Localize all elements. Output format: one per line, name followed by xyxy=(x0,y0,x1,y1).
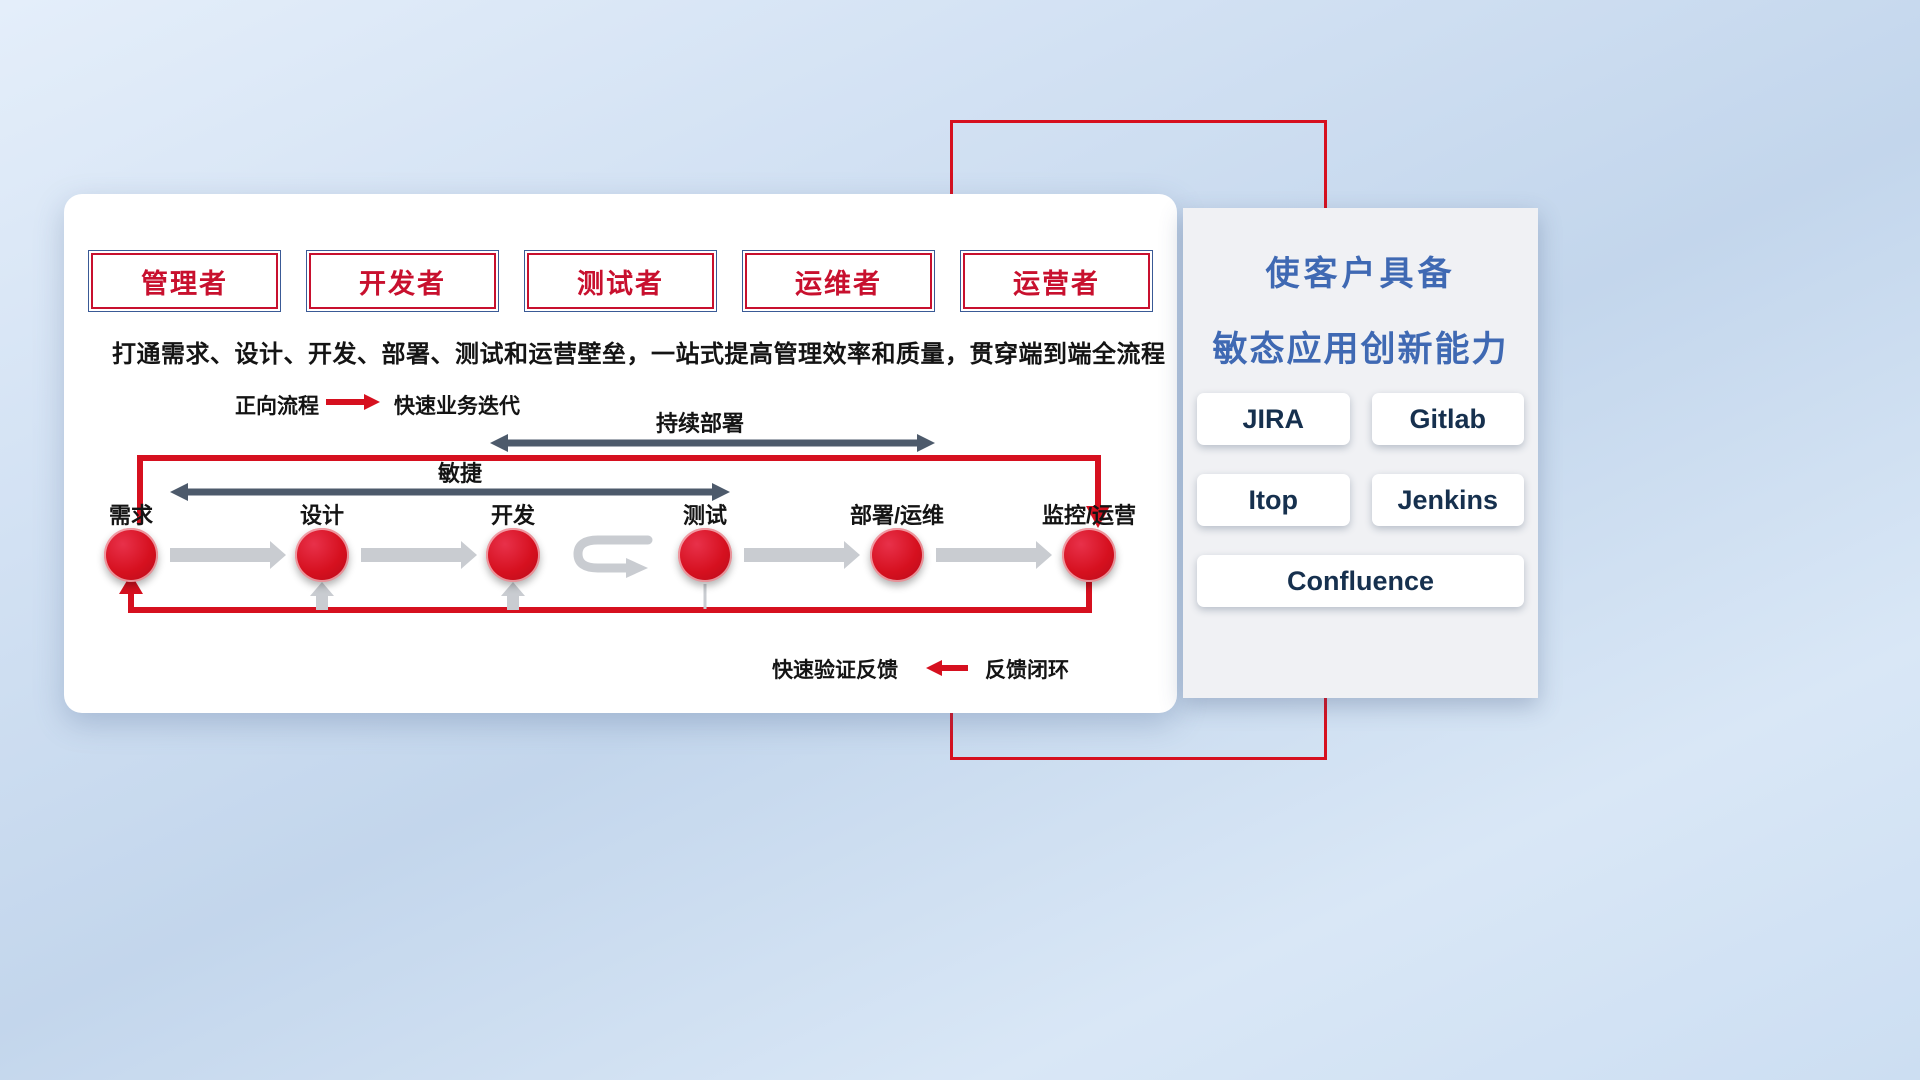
role-box-developer: 开发者 xyxy=(306,250,499,312)
stage-dot-develop xyxy=(486,528,540,582)
stage-label-develop: 开发 xyxy=(490,503,536,528)
stage-label-monitor-ops: 监控/运营 xyxy=(1041,503,1137,528)
tool-jira: JIRA xyxy=(1197,393,1350,445)
capability-panel: 使客户具备 敏态应用创新能力 JIRA Gitlab Itop Jenkins … xyxy=(1183,208,1538,698)
devops-diagram-card: 管理者 开发者 测试者 运维者 运营者 打通需求、设计、开发、部署、测试和运营壁… xyxy=(64,194,1177,713)
feedback-legend-label: 快速验证反馈 xyxy=(772,659,898,682)
tool-button-grid: JIRA Gitlab Itop Jenkins Confluence xyxy=(1197,393,1524,607)
stage-dot-monitor-ops xyxy=(1062,528,1116,582)
flow-lines-and-arrows-graphic xyxy=(119,394,1110,676)
continuous-deploy-label: 持续部署 xyxy=(655,411,745,436)
stage-label-test: 测试 xyxy=(682,503,728,528)
diagram-description: 打通需求、设计、开发、部署、测试和运营壁垒，一站式提高管理效率和质量，贯穿端到端… xyxy=(112,341,1166,368)
forward-legend-label: 正向流程 xyxy=(235,395,319,418)
tool-jenkins: Jenkins xyxy=(1371,474,1524,526)
role-box-operator: 运营者 xyxy=(960,250,1153,312)
role-box-tester: 测试者 xyxy=(524,250,717,312)
role-box-manager: 管理者 xyxy=(88,250,281,312)
tool-confluence: Confluence xyxy=(1197,555,1524,607)
role-box-row: 管理者 开发者 测试者 运维者 运营者 xyxy=(88,250,1153,312)
forward-legend-value: 快速业务迭代 xyxy=(394,395,520,418)
stage-dot-test xyxy=(678,528,732,582)
panel-title-line1: 使客户具备 xyxy=(1265,255,1456,293)
role-box-ops: 运维者 xyxy=(742,250,935,312)
agile-label: 敏捷 xyxy=(437,461,483,486)
stage-dot-design xyxy=(295,528,349,582)
feedback-legend-value: 反馈闭环 xyxy=(985,659,1069,682)
tool-gitlab: Gitlab xyxy=(1371,393,1524,445)
panel-title-line2: 敏态应用创新能力 xyxy=(1212,330,1509,369)
tool-itop: Itop xyxy=(1197,474,1350,526)
stage-dot-deploy-ops xyxy=(870,528,924,582)
stage-label-deploy-ops: 部署/运维 xyxy=(849,503,945,528)
stage-label-requirements: 需求 xyxy=(108,503,154,528)
stage-dot-requirements xyxy=(104,528,158,582)
stage-label-design: 设计 xyxy=(299,503,345,528)
